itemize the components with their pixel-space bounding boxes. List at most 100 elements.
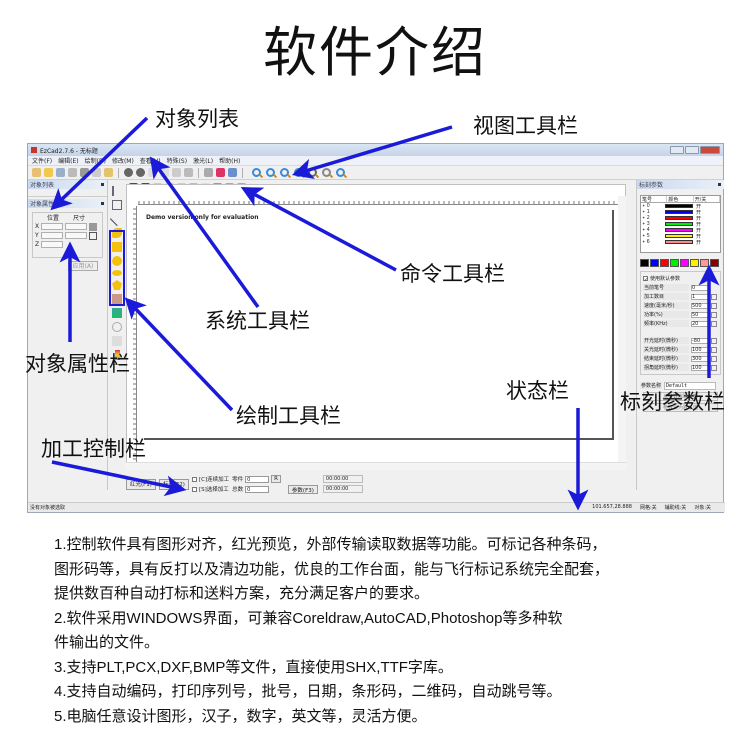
node-select-icon[interactable] <box>160 168 169 177</box>
cut-icon[interactable] <box>80 168 89 177</box>
close-button[interactable] <box>700 146 720 154</box>
node-edit-icon[interactable] <box>148 168 157 177</box>
pen-row[interactable]: 2开 <box>641 215 720 222</box>
bitmap-tool-icon[interactable] <box>112 308 122 318</box>
apply-button[interactable]: 应用(A) <box>68 261 98 271</box>
menu-draw[interactable]: 绘制(D) <box>84 158 106 165</box>
curve-icon[interactable] <box>172 168 181 177</box>
swatch-pink[interactable] <box>700 259 709 267</box>
menu-help[interactable]: 帮助(H) <box>219 158 241 165</box>
horizontal-scrollbar[interactable] <box>126 462 626 470</box>
x-size-input[interactable] <box>65 223 88 230</box>
guide-toggle[interactable]: 辅助线:关 <box>664 505 687 511</box>
print-icon[interactable] <box>68 168 77 177</box>
redo-icon[interactable] <box>136 168 145 177</box>
zoom-all-icon[interactable] <box>294 168 303 177</box>
zoom-selected-icon[interactable] <box>308 168 317 177</box>
zoom-out-icon[interactable] <box>280 168 289 177</box>
swatch-black[interactable] <box>640 259 649 267</box>
text-tool-icon[interactable] <box>112 294 122 304</box>
swatch-maroon[interactable] <box>710 259 719 267</box>
use-default-checkbox[interactable]: ✓ <box>643 276 649 283</box>
swatch-magenta[interactable] <box>680 259 689 267</box>
end-delay-input[interactable]: 300 <box>691 355 709 362</box>
spin-icon[interactable] <box>711 293 717 300</box>
menu-file[interactable]: 文件(F) <box>32 158 53 165</box>
pen-row[interactable]: 1开 <box>641 209 720 216</box>
spin-icon[interactable] <box>711 355 717 362</box>
zoom-fit-icon[interactable] <box>336 168 345 177</box>
loop-count-input[interactable]: 1 <box>691 293 709 300</box>
maximize-button[interactable] <box>685 146 699 154</box>
menu-edit[interactable]: 编辑(E) <box>58 158 79 165</box>
tools-icon[interactable] <box>216 168 225 177</box>
anchor-icon[interactable] <box>88 231 97 240</box>
rectangle-tool-icon[interactable] <box>112 242 122 252</box>
node-edit-tool-icon[interactable] <box>112 200 122 210</box>
timer-icon[interactable] <box>112 336 122 346</box>
select-arrow-icon[interactable] <box>112 186 122 196</box>
x-position-input[interactable] <box>41 223 64 230</box>
pen-row[interactable]: 0开 <box>641 203 720 210</box>
load-from-library-button[interactable]: 从参数库取参数 <box>643 392 718 401</box>
z-position-input[interactable] <box>41 241 64 248</box>
menu-modify[interactable]: 修改(M) <box>111 158 134 165</box>
mark-button[interactable]: 标刻(F2) <box>158 478 189 490</box>
corner-delay-input[interactable]: 100 <box>691 364 709 371</box>
pen-row[interactable]: 3开 <box>641 221 720 228</box>
spin-icon[interactable] <box>711 337 717 344</box>
pen-row[interactable]: 4开 <box>641 227 720 234</box>
params-button[interactable]: 参数(F3) <box>287 485 318 494</box>
swatch-blue[interactable] <box>650 259 659 267</box>
spin-icon[interactable] <box>711 320 717 327</box>
spin-icon[interactable] <box>711 302 717 309</box>
copy-icon[interactable] <box>92 168 101 177</box>
spin-icon[interactable] <box>711 364 717 371</box>
save-icon[interactable] <box>56 168 65 177</box>
circle-tool-icon[interactable] <box>112 256 122 266</box>
parts-input[interactable]: 0 <box>245 475 270 483</box>
laser-off-delay-input[interactable]: 100 <box>691 346 709 353</box>
explode-icon[interactable] <box>184 168 193 177</box>
open-folder-icon[interactable] <box>44 168 53 177</box>
polygon-tool-icon[interactable] <box>112 280 122 290</box>
curve-tool-icon[interactable] <box>112 228 122 238</box>
red-light-button[interactable]: 红光(F1) <box>126 478 156 490</box>
output-port-icon[interactable] <box>112 364 122 374</box>
minimize-button[interactable] <box>670 146 684 154</box>
lock-icon[interactable] <box>89 222 98 231</box>
frequency-input[interactable]: 20 <box>691 320 709 327</box>
menu-special[interactable]: 特殊(S) <box>166 158 188 165</box>
reset-button[interactable]: R <box>271 475 281 483</box>
zoom-window-icon[interactable] <box>252 168 261 177</box>
object-list[interactable] <box>28 189 107 197</box>
zoom-in-icon[interactable] <box>266 168 275 177</box>
undo-icon[interactable] <box>124 168 133 177</box>
continuous-checkbox[interactable] <box>191 476 197 482</box>
pen-row[interactable]: 6开 <box>641 239 720 246</box>
swatch-green[interactable] <box>670 259 679 267</box>
set-as-default-button[interactable]: 参数设为默认值 <box>643 403 718 412</box>
swatch-yellow[interactable] <box>690 259 699 267</box>
param-name-input[interactable]: Default <box>664 381 716 390</box>
ellipse-tool-icon[interactable] <box>112 270 122 276</box>
total-input[interactable]: 0 <box>245 485 270 493</box>
calculator-icon[interactable] <box>228 168 237 177</box>
menu-view[interactable]: 查看(V) <box>139 158 161 165</box>
spin-icon[interactable] <box>711 346 717 353</box>
zoom-page-icon[interactable] <box>322 168 331 177</box>
new-file-icon[interactable] <box>32 168 41 177</box>
selected-checkbox[interactable] <box>191 486 197 492</box>
input-port-icon[interactable] <box>114 350 120 360</box>
pen-row[interactable]: 5开 <box>641 233 720 240</box>
paste-icon[interactable] <box>104 168 113 177</box>
power-input[interactable]: 50 <box>691 311 709 318</box>
snap-toggle[interactable]: 对象:关 <box>694 505 711 511</box>
grid-icon[interactable] <box>204 168 213 177</box>
line-tool-icon[interactable] <box>109 211 125 227</box>
laser-on-delay-input[interactable]: -80 <box>691 337 709 344</box>
grid-toggle[interactable]: 网格:关 <box>639 505 657 511</box>
swatch-red[interactable] <box>660 259 669 267</box>
vertical-scrollbar[interactable] <box>618 196 626 462</box>
menu-laser[interactable]: 激光(L) <box>193 158 214 165</box>
